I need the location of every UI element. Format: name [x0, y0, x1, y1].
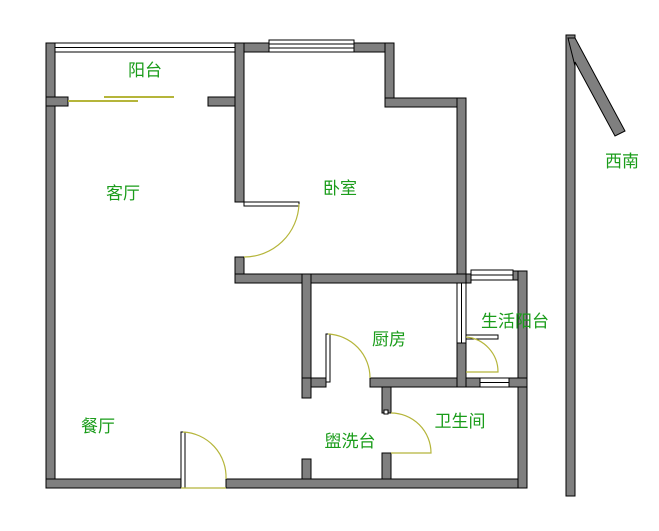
- label-utility-balcony: 生活阳台: [481, 312, 549, 332]
- label-bedroom: 卧室: [323, 179, 357, 199]
- walls: [45, 34, 576, 497]
- label-bathroom: 卫生间: [435, 412, 486, 432]
- wall-utility-bottom-right: [508, 377, 528, 388]
- label-living-room: 客厅: [106, 184, 140, 204]
- room-labels: 阳台 客厅 卧室 厨房 生活阳台 餐厅 盥洗台 卫生间 西南: [81, 61, 639, 452]
- wall-washroom-stub: [301, 458, 312, 480]
- wall-bathroom-left-lower: [381, 452, 392, 480]
- wall-bottom-left: [45, 478, 182, 489]
- door-entry: [180, 431, 227, 489]
- wall-compass-line: [565, 34, 576, 497]
- wall-bedroom-right: [456, 97, 467, 284]
- wall-bathroom-left-upper: [381, 386, 392, 414]
- window-bedroom-top: [268, 39, 355, 53]
- wall-bedroom-step-vertical: [384, 42, 395, 108]
- wall-utility-bottom-left: [465, 377, 481, 388]
- wall-kitchen-left-lower: [301, 377, 312, 399]
- wall-bedroom-left-upper: [234, 42, 245, 203]
- wall-kitchen-right-lower: [456, 342, 467, 388]
- wall-utility-top-stub: [465, 273, 472, 284]
- label-washroom: 盥洗台: [325, 432, 376, 452]
- door-bathroom: [383, 409, 432, 454]
- door-bedroom: [243, 201, 300, 258]
- wall-bedroom-step-horizontal: [384, 97, 467, 108]
- label-balcony: 阳台: [128, 61, 162, 81]
- wall-kitchen-left-upper: [301, 273, 312, 379]
- wall-kitchen-bottom-stub: [310, 377, 327, 388]
- label-dining-room: 餐厅: [81, 417, 115, 437]
- wall-kitchen-bottom: [369, 377, 467, 388]
- windows: [54, 39, 514, 388]
- door-kitchen: [325, 333, 371, 383]
- doors: [68, 96, 499, 489]
- compass-arrow-icon: [567, 37, 626, 137]
- wall-balcony-divider-left: [45, 96, 69, 107]
- wall-left: [45, 42, 56, 489]
- wall-bedroom-bottom: [234, 273, 467, 284]
- label-kitchen: 厨房: [372, 330, 406, 350]
- door-utility: [465, 334, 499, 373]
- label-compass-direction: 西南: [605, 152, 639, 172]
- wall-bottom-right: [225, 478, 528, 489]
- compass: [567, 37, 626, 137]
